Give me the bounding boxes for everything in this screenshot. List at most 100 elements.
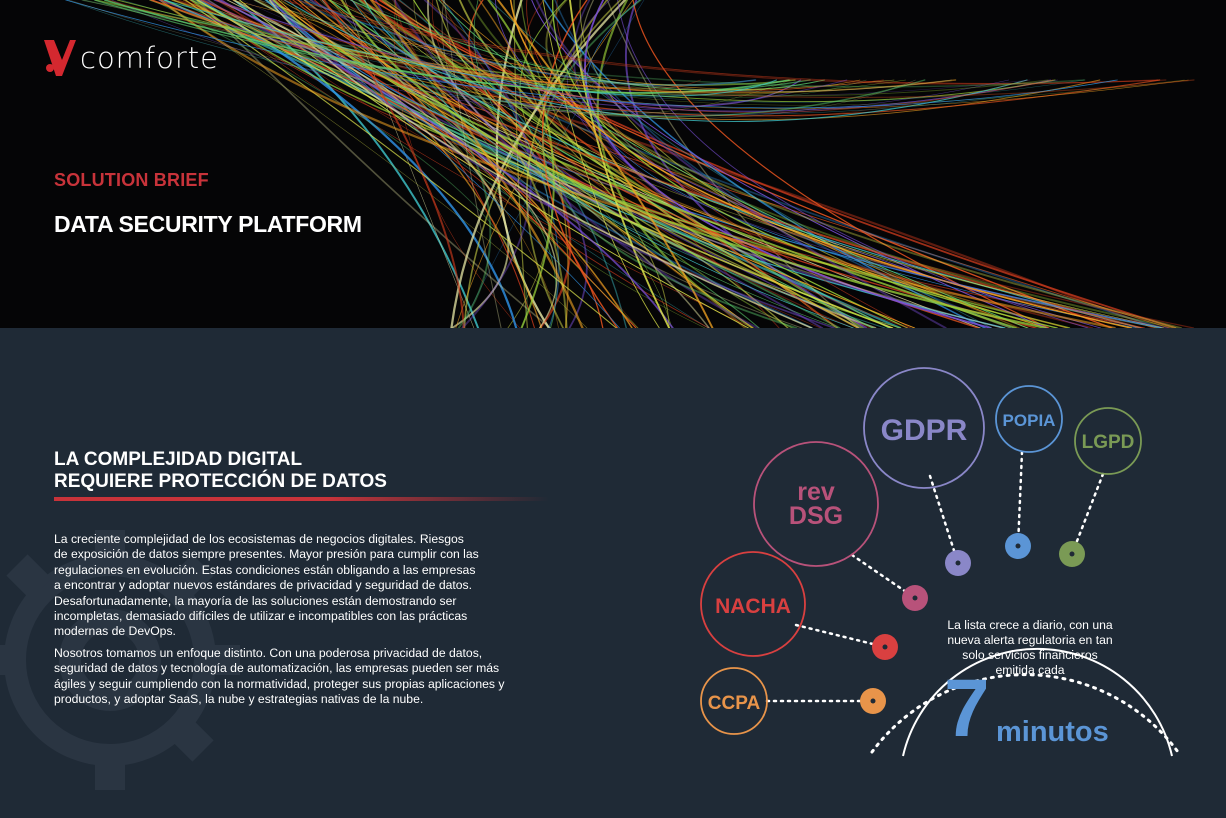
comforte-logo-icon xyxy=(44,40,76,76)
light-streak xyxy=(524,0,1195,328)
light-streak xyxy=(239,0,749,328)
light-streak xyxy=(65,0,1118,109)
light-streak xyxy=(298,0,1163,328)
lgpd-label: LGPD xyxy=(1082,432,1135,453)
light-streak xyxy=(339,0,1054,113)
ccpa-label: CCPA xyxy=(708,693,761,714)
paragraph-line: Nosotros tomamos un enfoque distinto. Co… xyxy=(54,646,483,660)
light-streak xyxy=(567,0,1169,328)
connector-lgpd xyxy=(1070,472,1105,556)
light-streak xyxy=(413,0,909,328)
light-streak xyxy=(487,0,555,328)
light-streak xyxy=(542,0,798,328)
revdsg-circle xyxy=(753,441,879,567)
revdsg-label-line2: DSG xyxy=(789,502,843,530)
paragraph-line: de exposición de datos siempre presentes… xyxy=(54,547,479,562)
light-streak xyxy=(363,0,1165,328)
light-streak xyxy=(340,0,1047,328)
paragraph-line: La creciente complejidad de los ecosiste… xyxy=(54,532,464,546)
light-streak xyxy=(68,0,916,119)
light-streak xyxy=(473,0,839,328)
paragraph-line: incompletas, demasiado difíciles de util… xyxy=(54,609,468,624)
light-streak xyxy=(393,0,706,328)
paragraph-line: ágiles y seguir cumpliendo con la normat… xyxy=(54,676,505,691)
outer-dotted-arc xyxy=(870,673,1180,754)
stat-line: La lista crece a diario, con una xyxy=(947,618,1113,632)
light-streak xyxy=(321,0,637,328)
light-streak xyxy=(545,0,1182,328)
light-streak xyxy=(159,0,1116,328)
connector-popia xyxy=(1016,450,1024,548)
light-streak xyxy=(264,0,620,328)
light-streak xyxy=(440,0,854,328)
light-streak xyxy=(355,0,867,98)
stat-line: nueva alerta regulatoria en tan xyxy=(947,633,1113,647)
brand-logo[interactable]: comforte xyxy=(42,38,219,78)
light-streak xyxy=(509,0,1133,328)
light-streak xyxy=(461,0,645,328)
stat-line: emitida cada xyxy=(995,663,1065,677)
light-streak xyxy=(327,0,754,328)
light-streak xyxy=(111,0,1058,116)
light-streak xyxy=(606,0,860,328)
light-streak xyxy=(552,0,1058,328)
light-streak xyxy=(256,0,747,328)
light-streak xyxy=(292,0,1161,117)
light-streak xyxy=(277,0,906,96)
light-streak xyxy=(104,0,790,94)
section-heading: LA COMPLEJIDAD DIGITAL REQUIERE PROTECCI… xyxy=(54,449,387,493)
connector-gdpr xyxy=(928,474,960,565)
light-streak xyxy=(304,0,757,86)
regulations-infographic: CCPA NACHA rev DSG GDPR POPIA LGPD xyxy=(700,367,1180,757)
paragraph-line: a encontrar y adoptar nuevos estándares … xyxy=(54,578,473,593)
light-streak xyxy=(351,0,854,328)
light-streak xyxy=(196,0,552,328)
popia-label: POPIA xyxy=(1003,411,1056,430)
light-streak xyxy=(150,0,604,328)
paragraph-line: productos, y adoptar SaaS, la nube y est… xyxy=(54,692,424,707)
light-streak xyxy=(213,0,802,107)
gear-watermark-icon xyxy=(0,530,240,790)
gdpr-label: GDPR xyxy=(881,414,968,447)
light-streak xyxy=(333,0,701,89)
light-streak xyxy=(431,0,909,328)
heading-underline xyxy=(54,497,549,501)
light-streak xyxy=(632,0,1050,328)
light-streak xyxy=(283,0,1159,85)
light-streak xyxy=(497,0,714,328)
light-streak xyxy=(280,0,1189,110)
popia-circle xyxy=(995,385,1063,453)
light-streak xyxy=(323,0,1185,106)
nacha-circle xyxy=(700,551,806,657)
light-streaks-graphic xyxy=(65,0,1195,328)
light-streak xyxy=(329,0,639,328)
brand-name: comforte xyxy=(80,41,220,75)
inner-solid-arc xyxy=(902,647,1173,757)
hero-kicker: SOLUTION BRIEF xyxy=(54,170,209,190)
connector-nacha xyxy=(794,623,887,649)
light-streak xyxy=(350,0,1020,328)
light-streak xyxy=(81,0,1086,88)
light-streak xyxy=(441,0,803,328)
light-streak xyxy=(584,0,992,328)
light-streak xyxy=(66,0,1116,115)
light-streak xyxy=(438,0,1029,328)
gdpr-circle xyxy=(863,367,985,489)
approach-paragraph: Nosotros tomamos un enfoque distinto. Co… xyxy=(54,646,544,708)
light-streak xyxy=(153,0,1029,120)
light-streak xyxy=(269,0,1163,328)
light-streak xyxy=(258,0,952,92)
paragraph-line: regulaciones en evolución. Estas condici… xyxy=(54,562,476,577)
light-streak xyxy=(364,0,1142,328)
light-streak xyxy=(309,0,791,115)
section-heading-line1: LA COMPLEJIDAD DIGITAL xyxy=(54,449,303,470)
light-streak xyxy=(268,0,813,328)
hero-title: DATA SECURITY PLATFORM xyxy=(54,211,362,237)
lgpd-circle xyxy=(1074,407,1142,475)
light-streak xyxy=(107,0,1195,99)
section-heading-line2: REQUIERE PROTECCIÓN DE DATOS xyxy=(54,471,387,492)
light-streak xyxy=(269,0,859,328)
light-streak xyxy=(190,0,926,118)
light-streak xyxy=(219,0,674,328)
paragraph-line: Desafortunadamente, la mayoría de las so… xyxy=(54,593,457,608)
